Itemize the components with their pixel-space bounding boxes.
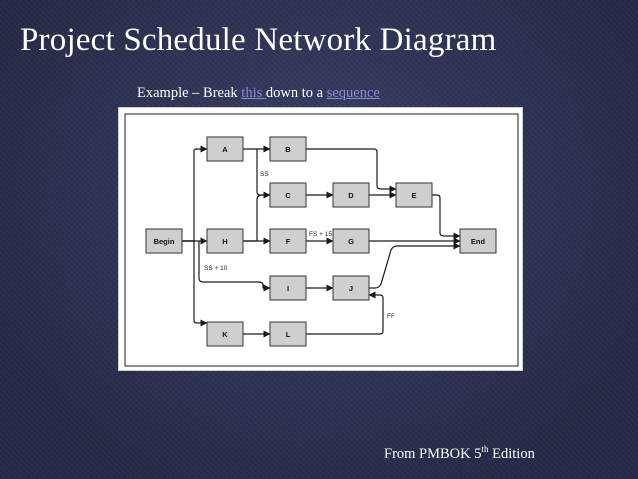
- slide-title: Project Schedule Network Diagram: [20, 22, 497, 58]
- network-diagram-panel: Begin A B C D E H F G End I J K L SS FS …: [118, 107, 523, 371]
- node-a: A: [206, 136, 244, 162]
- activity-nodes: Begin A B C D E H F G End I J K L: [145, 136, 497, 347]
- svg-text:E: E: [411, 191, 416, 200]
- arrow-h-c: [243, 194, 263, 242]
- node-l: L: [269, 321, 307, 347]
- label-ff: FF: [387, 313, 395, 320]
- node-begin: Begin: [145, 228, 183, 254]
- footer-sup: th: [481, 444, 489, 455]
- svg-text:F: F: [286, 237, 291, 246]
- svg-text:End: End: [471, 237, 486, 246]
- svg-text:A: A: [222, 145, 228, 154]
- node-g: G: [332, 228, 370, 254]
- arrow-h-i-ss10: [198, 241, 271, 292]
- label-ss-10: SS + 10: [204, 265, 228, 272]
- svg-text:I: I: [287, 284, 289, 293]
- node-c: C: [269, 182, 307, 208]
- label-ss: SS: [260, 171, 269, 178]
- svg-text:B: B: [285, 145, 291, 154]
- svg-text:J: J: [349, 284, 353, 293]
- dependency-arrows: [182, 145, 461, 338]
- arrow-l-j-ff: [306, 291, 384, 335]
- subtitle-link-this[interactable]: this: [241, 85, 266, 101]
- slide-subtitle: Example – Break this down to a sequence: [137, 85, 380, 102]
- node-b: B: [269, 136, 307, 162]
- node-k: K: [206, 321, 244, 347]
- node-f: F: [269, 228, 307, 254]
- svg-text:L: L: [286, 330, 291, 339]
- label-fs-15: FS + 15: [309, 231, 332, 238]
- node-h: H: [206, 228, 244, 254]
- footer-suffix: Edition: [488, 446, 535, 462]
- svg-text:G: G: [348, 237, 354, 246]
- svg-text:H: H: [222, 237, 227, 246]
- source-footer: From PMBOK 5th Edition: [384, 444, 535, 463]
- footer-prefix: From PMBOK 5: [384, 446, 482, 462]
- arrow-begin-k: [182, 240, 208, 327]
- node-end: End: [459, 228, 497, 254]
- arrow-b-e: [306, 148, 397, 193]
- arrow-j-end: [369, 242, 461, 289]
- svg-text:C: C: [285, 191, 291, 200]
- svg-text:Begin: Begin: [154, 237, 175, 246]
- network-diagram: Begin A B C D E H F G End I J K L SS FS …: [124, 113, 519, 367]
- svg-text:D: D: [348, 191, 354, 200]
- subtitle-middle: down to a: [265, 85, 327, 101]
- subtitle-prefix: Example – Break: [137, 85, 242, 101]
- node-d: D: [332, 182, 370, 208]
- node-e: E: [395, 182, 433, 208]
- arrow-begin-a: [182, 145, 208, 242]
- subtitle-link-sequence[interactable]: sequence: [326, 85, 380, 101]
- node-i: I: [269, 275, 307, 301]
- relationship-labels: SS FS + 15 SS + 10 FF: [204, 171, 395, 320]
- node-j: J: [332, 275, 370, 301]
- svg-text:K: K: [222, 330, 228, 339]
- arrow-e-end: [432, 194, 461, 240]
